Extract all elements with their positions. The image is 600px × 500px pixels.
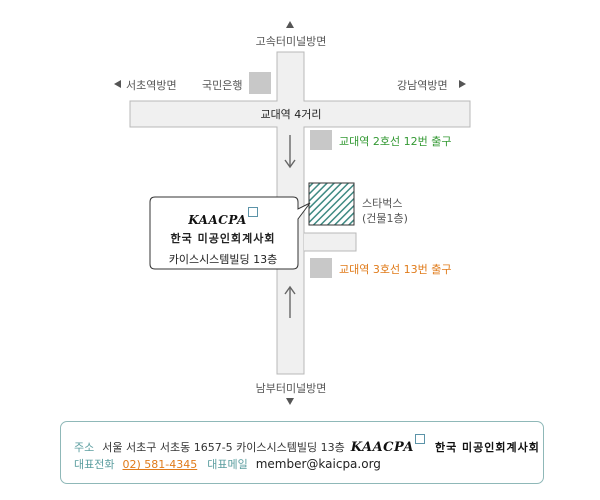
intersection-label: 교대역 4거리: [260, 108, 322, 121]
email-value[interactable]: member@kaicpa.org: [255, 457, 381, 471]
callout-org-name: 한국 미공인회계사회: [170, 232, 276, 245]
logo-square-icon: [247, 207, 258, 217]
bank-label: 국민은행: [202, 79, 243, 92]
contact-info-box: 주소 서울 서초구 서초동 1657-5 카이스시스템빌딩 13층 KAACPA 한국…: [60, 421, 544, 484]
starbucks-label: 스타벅스: [362, 197, 403, 210]
west-arrow-icon: [114, 80, 121, 88]
north-direction-label: 고속터미널방면: [255, 35, 327, 48]
address-row: 주소 서울 서초구 서초동 1657-5 카이스시스템빌딩 13층 KAACPA 한국…: [74, 434, 540, 456]
contact-row: 대표전화 02) 581-4345 대표메일 member@kaicpa.org: [74, 456, 381, 473]
southbound-arrow: [284, 135, 296, 169]
footer-org-name: 한국 미공인회계사회: [434, 441, 540, 454]
northbound-arrow: [284, 285, 296, 318]
email-label: 대표메일: [207, 458, 248, 471]
address-value: 서울 서초구 서초동 1657-5 카이스시스템빌딩 13층: [102, 441, 345, 454]
starbucks-floor-note: (건물1층): [362, 212, 408, 225]
starbucks-building: [308, 182, 355, 226]
exit-13-label: 교대역 3호선 13번 출구: [339, 263, 452, 276]
address-label: 주소: [74, 441, 95, 454]
east-arrow-icon: [459, 80, 466, 88]
footer-logo-square-icon: [414, 434, 425, 444]
exit-12-block: [310, 130, 332, 150]
exit-13-block: [310, 258, 332, 278]
company-callout: KAACPA 한국 미공인회계사회 카이스시스템빌딩 13층: [151, 197, 295, 269]
east-direction-label: 강남역방면: [397, 79, 448, 92]
callout-logo: KAACPA: [151, 207, 295, 227]
callout-building: 카이스시스템빌딩 13층: [168, 253, 278, 266]
west-direction-label: 서초역방면: [126, 79, 177, 92]
road-side-street: [304, 232, 357, 252]
south-direction-label: 남부터미널방면: [255, 382, 327, 395]
south-arrow-icon: [286, 398, 294, 405]
north-arrow-icon: [286, 21, 294, 28]
footer-logo: KAACPA: [350, 440, 414, 455]
phone-label: 대표전화: [74, 458, 115, 471]
location-map: [129, 51, 471, 375]
phone-link[interactable]: 02) 581-4345: [122, 458, 198, 471]
company-callout-bubble: [149, 196, 311, 270]
exit-12-label: 교대역 2호선 12번 출구: [339, 135, 452, 148]
bank-building: [249, 72, 271, 94]
